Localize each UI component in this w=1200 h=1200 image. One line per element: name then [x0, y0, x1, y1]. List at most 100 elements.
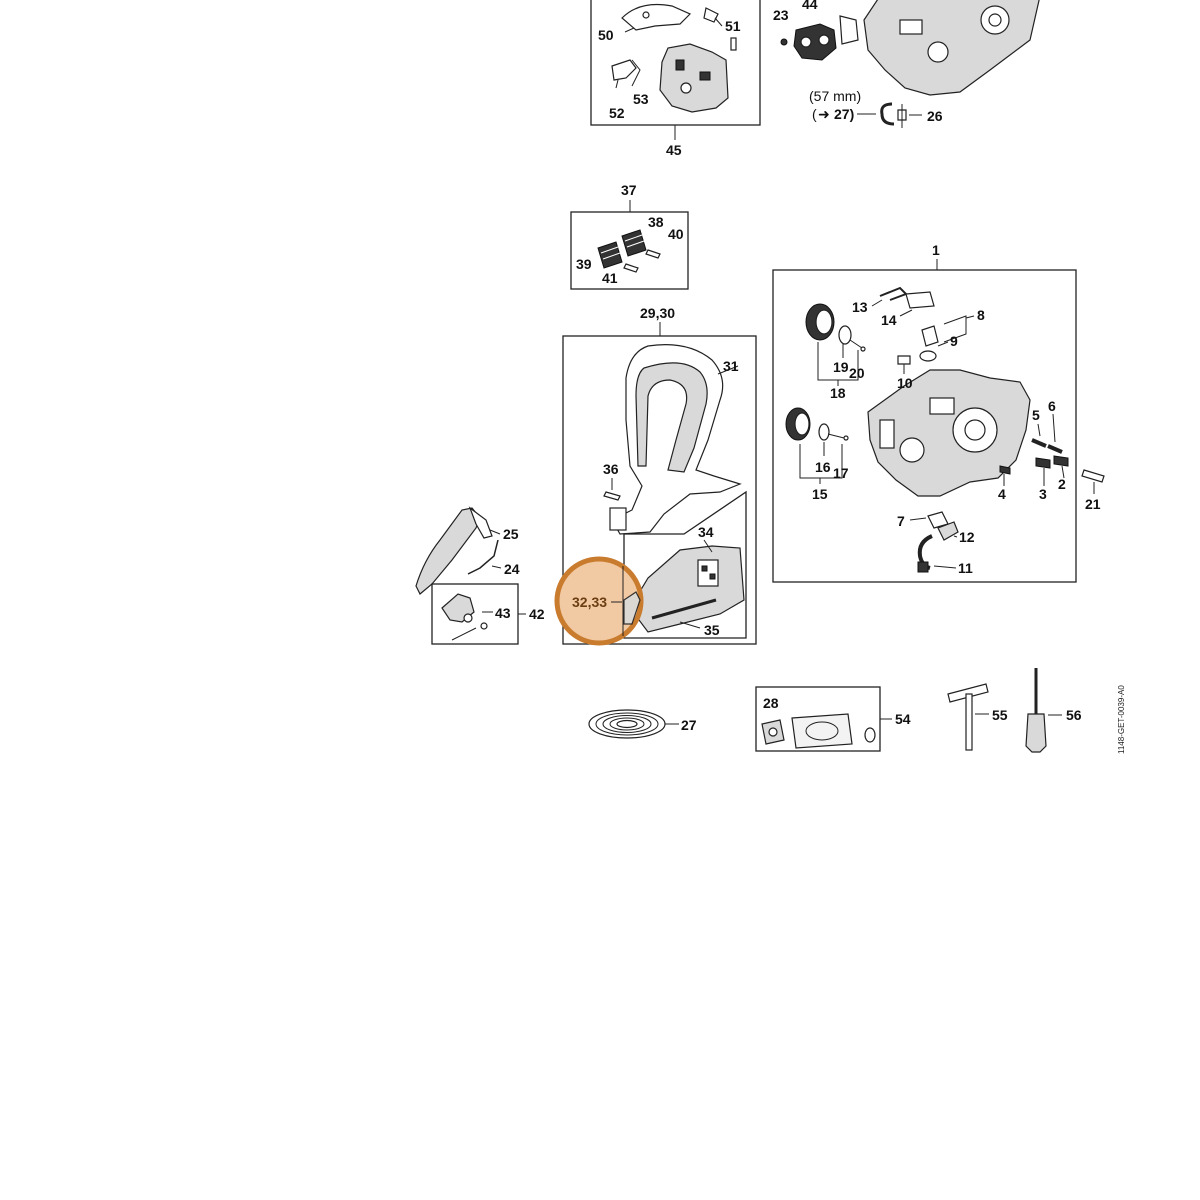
callout-7: 7 — [897, 513, 905, 529]
callout-51: 51 — [725, 18, 741, 34]
crankcase-shape — [867, 369, 1031, 497]
group-1: 1 19 20 18 16 — [772, 242, 1077, 583]
screwdriver-56-handle — [1025, 713, 1047, 753]
callout-17: 17 — [833, 465, 849, 481]
part-45-carburetor-shape — [659, 43, 729, 113]
callout-11: 11 — [958, 560, 973, 576]
seal-19-shape — [838, 325, 852, 345]
callout-32-33: 32,33 — [572, 594, 607, 610]
spring-39-shape — [597, 241, 623, 269]
callout-23: 23 — [773, 7, 789, 23]
arrow-icon: ➜ — [818, 106, 830, 122]
wrench-55-handle — [947, 683, 989, 703]
callout-20: 20 — [849, 365, 865, 381]
note-length: (57 mm) — [809, 88, 861, 104]
part-8-shape — [921, 325, 939, 347]
callout-12: 12 — [959, 529, 975, 545]
callout-15: 15 — [812, 486, 828, 502]
callout-40: 40 — [668, 226, 684, 242]
part-52-shape — [611, 59, 637, 81]
part-12-shape — [937, 521, 959, 541]
callout-29-30: 29,30 — [640, 305, 675, 321]
note-ref-27: 27) — [834, 106, 854, 122]
callout-56: 56 — [1066, 707, 1082, 723]
part-17-shape — [827, 433, 845, 439]
stud-5-shape — [1031, 438, 1047, 448]
group-54: 28 54 — [755, 686, 911, 752]
tool-55: 55 — [947, 683, 1008, 751]
callout-44: 44 — [802, 0, 818, 12]
gasket-shape — [791, 713, 853, 749]
callout-6: 6 — [1048, 398, 1056, 414]
callout-10: 10 — [897, 375, 913, 391]
crankcase-top-shape — [863, 0, 1040, 96]
part-34-shape — [697, 559, 719, 587]
gasket-shape — [839, 15, 859, 45]
screw-36-shape — [603, 491, 621, 501]
highlight-32-33[interactable]: 32,33 — [554, 556, 644, 646]
cap-15-shape — [785, 407, 811, 441]
group-45: 50 51 52 53 45 — [590, 0, 761, 158]
part-13-shape — [879, 286, 908, 301]
stud-6-shape — [1047, 444, 1063, 454]
wrench-55-shaft — [965, 693, 973, 751]
part-21: 21 — [1081, 469, 1105, 512]
callout-1: 1 — [932, 242, 940, 258]
lever-25-shape — [415, 507, 481, 595]
nut-2-shape — [1053, 455, 1069, 467]
part-10-shape — [897, 355, 911, 365]
callout-28: 28 — [763, 695, 779, 711]
group-29-30: 29,30 31 36 34 35 — [562, 305, 757, 645]
callout-31: 31 — [723, 358, 739, 374]
callout-52: 52 — [609, 105, 625, 121]
part-9-shape — [919, 350, 937, 362]
hose-shape — [880, 102, 895, 126]
guard-35-shape — [629, 545, 745, 633]
callout-50: 50 — [598, 27, 614, 43]
callout-16: 16 — [815, 459, 831, 475]
handle-inner-shape — [635, 362, 708, 473]
callout-39: 39 — [576, 256, 592, 272]
callout-43: 43 — [495, 605, 511, 621]
callout-24: 24 — [504, 561, 520, 577]
callout-25: 25 — [503, 526, 519, 542]
seal-16-shape — [818, 423, 830, 441]
callout-9: 9 — [950, 333, 958, 349]
callout-36: 36 — [603, 461, 619, 477]
callout-26: 26 — [927, 108, 943, 124]
group-29-30-frame — [562, 335, 757, 645]
document-code: 1148-GET-0039-A0 — [1117, 685, 1126, 754]
spring-24-shape — [467, 539, 499, 575]
part-50-shape — [621, 3, 692, 31]
callout-18: 18 — [830, 385, 846, 401]
callout-21: 21 — [1085, 496, 1101, 512]
callout-42: 42 — [529, 606, 545, 622]
spring-38-shape — [621, 229, 647, 257]
screw-40-shape — [645, 249, 661, 259]
part-44-shape — [793, 23, 837, 61]
note-57mm: (57 mm) ( ➜ 27) 26 — [809, 88, 943, 128]
callout-19: 19 — [833, 359, 849, 375]
part-20-shape — [849, 339, 863, 349]
note-open-paren: ( — [812, 106, 817, 122]
callout-13: 13 — [852, 299, 868, 315]
group-37-frame — [570, 211, 689, 290]
crankcase-top — [863, 0, 1040, 96]
part-23-shape — [780, 38, 788, 46]
callout-3: 3 — [1039, 486, 1047, 502]
callout-8: 8 — [977, 307, 985, 323]
tool-56: 56 — [1025, 668, 1082, 753]
nut-3-shape — [1035, 457, 1051, 469]
cap-18-shape — [805, 303, 835, 341]
highlight-circle[interactable] — [554, 556, 644, 646]
screw-41-shape — [623, 263, 639, 273]
parts-24-25-42-43: 25 24 43 42 — [415, 506, 545, 645]
callout-27: 27 — [681, 717, 697, 733]
callout-54: 54 — [895, 711, 911, 727]
callout-35: 35 — [704, 622, 720, 638]
callout-2: 2 — [1058, 476, 1066, 492]
callout-37: 37 — [621, 182, 637, 198]
callout-5: 5 — [1032, 407, 1040, 423]
part-53-shape — [631, 59, 641, 87]
